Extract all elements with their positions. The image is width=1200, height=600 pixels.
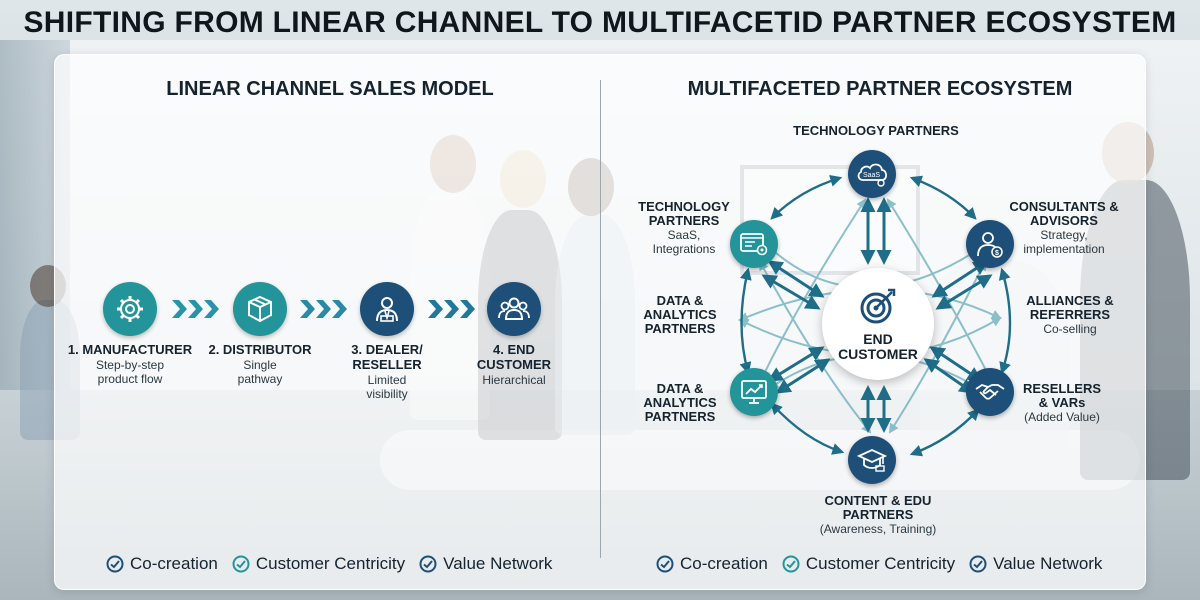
legend-item: Co-creation xyxy=(106,554,218,574)
legend-item: Value Network xyxy=(969,554,1102,574)
label-content-edu: CONTENT & EDU PARTNERS (Awareness, Train… xyxy=(793,493,963,537)
legend-label: Value Network xyxy=(443,554,553,573)
svg-text:$: $ xyxy=(995,250,999,257)
chevron-arrows-icon xyxy=(300,300,347,318)
step-label: RESELLER xyxy=(352,357,422,372)
node-title: ALLIANCES & xyxy=(1026,293,1114,308)
node-subtitle: Co-selling xyxy=(1043,322,1097,336)
step-desc: Step-by-step xyxy=(95,358,165,372)
page-title: SHIFTING FROM LINEAR CHANNEL TO MULTIFAC… xyxy=(23,6,1177,39)
label-technology-partners-top: TECHNOLOGY PARTNERS xyxy=(773,124,979,138)
node-title: TECHNOLOGY PARTNERS xyxy=(793,123,959,138)
advisor-dollar-icon: $ xyxy=(966,220,1014,268)
check-circle-icon xyxy=(419,555,437,573)
step-label: 4. END xyxy=(493,342,535,357)
node-title: RESELLERS xyxy=(1022,381,1101,396)
step-label: CUSTOMER xyxy=(476,357,552,372)
node-subtitle: (Added Value) xyxy=(1024,410,1100,424)
node-subtitle: Strategy, xyxy=(1040,228,1088,242)
node-title: CONSULTANTS & xyxy=(1009,199,1119,214)
label-technology-partners-left: TECHNOLOGY PARTNERS SaaS, Integrations xyxy=(628,199,740,257)
legend-item: Customer Centricity xyxy=(782,554,955,574)
check-circle-icon xyxy=(656,555,674,573)
node-title: PARTNERS xyxy=(644,321,716,336)
section-divider xyxy=(600,80,601,558)
check-circle-icon xyxy=(106,555,124,573)
node-title: ANALYTICS xyxy=(643,395,717,410)
dashboard-settings-icon xyxy=(730,220,778,268)
center-label: END xyxy=(863,331,893,347)
step-desc: pathway xyxy=(237,372,283,386)
node-title: PARTNERS xyxy=(842,507,914,522)
ecosystem-legend: Co-creation Customer Centricity Value Ne… xyxy=(656,554,1102,574)
group-users-icon xyxy=(487,282,541,336)
legend-item: Value Network xyxy=(419,554,552,574)
linear-model-title: LINEAR CHANNEL SALES MODEL xyxy=(166,78,494,100)
business-person-icon xyxy=(360,282,414,336)
node-subtitle: SaaS, xyxy=(667,228,701,242)
cloud-saas-text: SaaS xyxy=(863,172,880,179)
ecosystem-title: MULTIFACETED PARTNER ECOSYSTEM xyxy=(687,78,1073,100)
node-title: PARTNERS xyxy=(644,409,716,424)
node-title: & VARs xyxy=(1038,395,1086,410)
node-title: ANALYTICS xyxy=(643,307,717,322)
legend-label: Customer Centricity xyxy=(805,554,956,573)
step-label: 3. DEALER/ xyxy=(351,342,423,357)
legend-item: Customer Centricity xyxy=(232,554,405,574)
label-consultants-advisors: CONSULTANTS & ADVISORS Strategy, impleme… xyxy=(1008,199,1120,257)
monitor-chart-icon xyxy=(730,368,778,416)
step-desc: visibility xyxy=(366,387,408,401)
center-label: CUSTOMER xyxy=(838,346,918,362)
label-data-analytics-low: DATA & ANALYTICS PARTNERS xyxy=(632,382,728,424)
legend-item: Co-creation xyxy=(656,554,768,574)
node-title: DATA & xyxy=(656,293,704,308)
handshake-icon xyxy=(966,368,1014,416)
node-title: DATA & xyxy=(656,381,704,396)
legend-label: Value Network xyxy=(993,554,1103,573)
check-circle-icon xyxy=(232,555,250,573)
node-title: CONTENT & EDU xyxy=(824,493,932,508)
node-subtitle: implementation xyxy=(1023,242,1105,256)
package-box-icon xyxy=(233,282,287,336)
step-label: 1. MANUFACTURER xyxy=(67,342,193,357)
node-subtitle: Integrations xyxy=(652,242,716,256)
step-desc: Single xyxy=(243,358,277,372)
check-circle-icon xyxy=(969,555,987,573)
check-circle-icon xyxy=(782,555,800,573)
step-label: 2. DISTRIBUTOR xyxy=(208,342,312,357)
legend-label: Co-creation xyxy=(680,554,768,573)
linear-legend: Co-creation Customer Centricity Value Ne… xyxy=(106,554,552,574)
legend-label: Co-creation xyxy=(130,554,218,573)
gear-icon xyxy=(103,282,157,336)
label-alliances-referrers: ALLIANCES & REFERRERS Co-selling xyxy=(1014,293,1126,337)
node-subtitle: (Awareness, Training) xyxy=(819,522,937,536)
node-title: ADVISORS xyxy=(1030,213,1098,228)
step-desc: Limited xyxy=(367,373,407,387)
node-title: PARTNERS xyxy=(648,213,720,228)
legend-label: Customer Centricity xyxy=(255,554,406,573)
node-title: REFERRERS xyxy=(1029,307,1111,322)
step-desc: Hierarchical xyxy=(482,373,546,387)
chevron-arrows-icon xyxy=(172,300,219,318)
step-desc: product flow xyxy=(97,372,163,386)
graduation-cap-icon xyxy=(848,436,896,484)
chevron-arrows-icon xyxy=(428,300,475,318)
label-data-analytics-mid: DATA & ANALYTICS PARTNERS xyxy=(632,294,728,336)
target-bullseye-icon xyxy=(860,288,896,324)
label-resellers-vars: RESELLERS & VARs (Added Value) xyxy=(1010,381,1114,425)
node-title: TECHNOLOGY xyxy=(638,199,730,214)
cloud-saas-icon: SaaS xyxy=(848,150,896,198)
